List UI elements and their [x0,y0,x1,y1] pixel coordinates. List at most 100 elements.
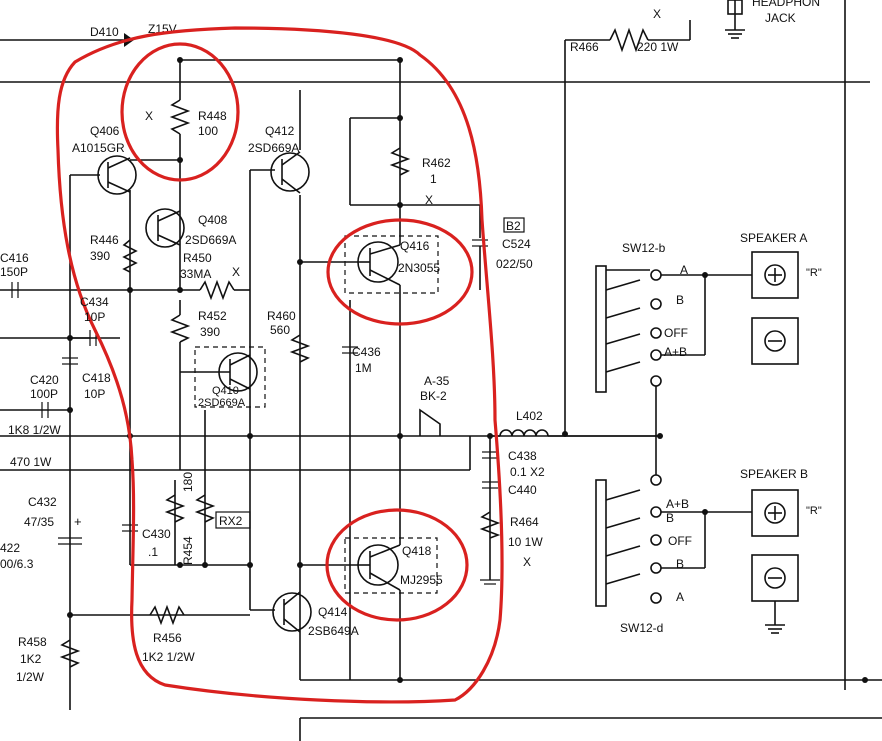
q414-label: Q414 [318,605,348,619]
c432-label: C432 [28,495,57,509]
r446-label: R446 [90,233,119,247]
sw12b-pos-ab: A+B [664,345,687,359]
q408-label: Q408 [198,213,228,227]
r458-value2: 1/2W [16,670,45,684]
red-circle-q416 [326,218,474,326]
q410-transistor-icon [180,346,266,408]
q418-type: MJ2955 [400,573,443,587]
q408-type: 2SD669A [185,233,236,247]
sw12d-label: SW12-d [620,621,663,635]
r464-label: R464 [510,515,539,529]
r450-label: R450 [183,251,212,265]
sw12d-pos-b1: B [666,511,674,525]
speaker-b-label: SPEAKER B [740,467,808,481]
q416-type: 2N3055 [398,261,440,275]
sw12d-pos-a: A [676,590,684,604]
l402-label: L402 [516,409,543,423]
sw12b-pos-a: A [680,263,688,277]
q406-type: A1015GR [72,141,125,155]
plus-mark-c432: + [74,514,82,529]
speaker-b-terminals [751,489,799,634]
r462-value: 1 [430,172,437,186]
bk2-label: BK-2 [420,389,447,403]
r452-value: 390 [200,325,220,339]
r446-value: 390 [90,249,110,263]
c420-label: C420 [30,373,59,387]
x-mark: X [653,7,661,21]
junction-dots [67,57,868,683]
r448-value: 100 [198,124,218,138]
r448-label: R448 [198,109,227,123]
b2-label: B2 [506,219,521,233]
q412-type: 2SD669A [248,141,299,155]
c416-label: C416 [0,251,29,265]
q406-label: Q406 [90,124,120,138]
c422-label: 422 [0,541,20,555]
red-circle-r448 [120,42,240,182]
rx2-box [215,511,251,529]
speaker-b-note: "R" [806,505,822,517]
r456-value: 1K2 1/2W [142,650,195,664]
r450-value: 33MA [180,267,211,281]
r466-label: R466 [570,40,599,54]
q418-transistor-icon [344,537,438,594]
red-circle-q418 [325,508,469,622]
r460-label: R460 [267,309,296,323]
output-wiring [342,60,660,680]
sw12d-pos-ab: A+B [666,497,689,511]
x-mark-r450: X [232,265,240,279]
headphone-label: HEADPHON [752,0,820,9]
sw12b-pos-b: B [676,293,684,307]
c436-value: 1M [355,361,372,375]
r452-label: R452 [198,309,227,323]
r462-label: R462 [422,156,451,170]
r180-value: 180 [181,472,195,492]
r458-value1: 1K2 [20,652,42,666]
c524-label: C524 [502,237,531,251]
x-mark-r448: X [145,109,153,123]
c438-label: C438 [508,449,537,463]
x-mark-r462: X [425,193,433,207]
r464-value: 10 1W [508,535,543,549]
switch-sw12d [595,436,752,607]
speaker-a-note: "R" [806,267,822,279]
q408-transistor-icon [145,208,185,248]
c422-value: 00/6.3 [0,557,34,571]
c418-label: C418 [82,371,111,385]
sw12b-label: SW12-b [622,241,666,255]
q410-label: Q410 [212,385,239,397]
rx2-label: RX2 [219,514,243,528]
q406-transistor-icon [97,155,137,195]
c430-value: .1 [148,545,158,559]
q412-transistor-icon [270,151,310,194]
c420-value: 100P [30,387,58,401]
q412-label: Q412 [265,124,295,138]
c418-value: 10P [84,387,105,401]
r454-label: R454 [181,536,195,565]
c524-value: 022/50 [496,257,533,271]
r466-value: 220 1W [637,40,679,54]
r460-value: 560 [270,323,290,337]
r456-label: R456 [153,631,182,645]
b2-box [503,217,525,233]
speaker-a-terminals [751,251,799,365]
c438-value: 0.1 X2 [510,465,545,479]
d410-label: D410 [90,25,119,39]
c434-value: 10P [84,310,105,324]
sw12d-pos-off: OFF [668,534,692,548]
speaker-a-label: SPEAKER A [740,231,807,245]
r458-label: R458 [18,635,47,649]
x-mark-r464: X [523,555,531,569]
c434-label: C434 [80,295,109,309]
red-outline-outer [55,26,504,704]
a35-label: A-35 [424,374,450,388]
c416-value: 150P [0,265,28,279]
c440-label: C440 [508,483,537,497]
switch-sw12b [595,265,752,436]
red-annotations [55,26,504,704]
q416-label: Q416 [400,239,430,253]
c430-label: C430 [142,527,171,541]
q418-label: Q418 [402,544,432,558]
res-1k8-label: 1K8 1/2W [8,423,61,437]
